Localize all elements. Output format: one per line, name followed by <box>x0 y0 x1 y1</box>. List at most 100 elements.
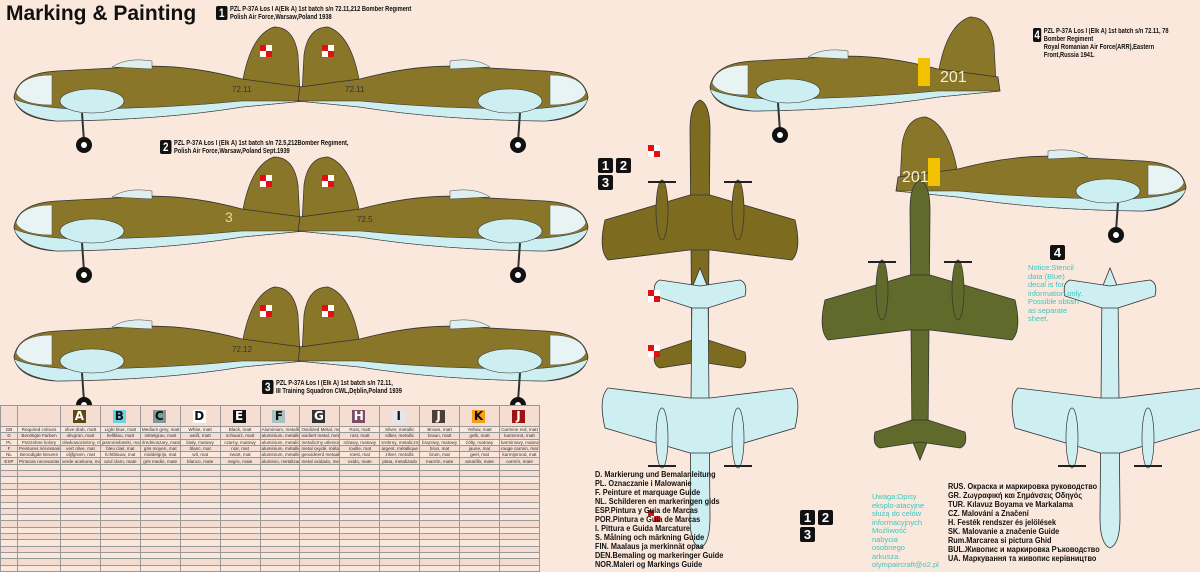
table-cell: średnioszary, matowy <box>139 438 181 446</box>
table-cell: rdzawy, matowy <box>339 438 381 446</box>
table-cell: plata, metalizado <box>379 457 421 465</box>
scheme-badges-bottom: 1 2 3 <box>800 510 834 542</box>
scheme-2-badge: 2 <box>160 140 172 154</box>
polish-note: Uwaga:Opisy eksplo-atacyjne służą do cel… <box>872 492 939 569</box>
caption-line: Royal Romanian Air Force(ARR),Eastern Fr… <box>1043 44 1155 59</box>
language-line: H. Festék rendszer és jelölések <box>948 517 1057 527</box>
color-swatch: J <box>432 409 446 423</box>
aircraft-2-right-profile <box>297 156 589 284</box>
table-cell: azul claro, mate <box>99 457 141 465</box>
table-cell: Oxidized Metal, metallic <box>299 425 341 434</box>
table-cell: Peintures nécessaires <box>17 444 61 453</box>
lang-header <box>0 405 18 427</box>
color-column-header: A <box>60 405 101 427</box>
table-cell: rouge carmin, mat <box>498 444 541 453</box>
table-cell: middelgrijs, mat <box>139 451 181 459</box>
table-cell: Required colours <box>17 425 61 434</box>
language-line: NL. Schilderen en markeringen gids <box>595 496 720 506</box>
color-swatch: J <box>511 409 525 423</box>
serial-marking: 72.11 <box>232 85 252 94</box>
badge: 2 <box>818 510 833 525</box>
aircraft-number: 201 <box>902 169 929 186</box>
badge: 3 <box>800 527 815 542</box>
color-column-header: H <box>339 405 381 427</box>
color-column-header: I <box>379 405 421 427</box>
aircraft-3-right-profile <box>297 286 589 414</box>
aircraft-artwork: 72.11 72.11 3 72.5 72.12 201 201 <box>13 16 1200 549</box>
table-cell: Benötigte Farben <box>17 432 61 440</box>
table-cell: oliwkowozielony, matowy <box>60 438 101 446</box>
aircraft-1-right-profile <box>297 26 589 154</box>
aircraft-number: 201 <box>940 69 967 86</box>
badge: 2 <box>616 158 631 173</box>
scheme-badges-top: 1 2 3 <box>598 158 632 190</box>
table-cell: metal oxidado, metalizado <box>299 457 341 465</box>
table-cell: Medium grey, matt <box>139 425 181 434</box>
language-line: ESP.Pintura y Guía de Marcas <box>595 505 698 515</box>
table-cell: carmín, mate <box>498 457 541 465</box>
language-line: UA. Маркування та живопис керівництво <box>948 553 1097 563</box>
language-line: BUL.Живопис и маркировка Ръководство <box>948 544 1100 554</box>
table-cell: brązowy, matowy <box>419 438 461 446</box>
color-swatch: I <box>392 409 406 423</box>
language-line: TUR. Kılavuz Boyama ve Markalama <box>948 499 1074 509</box>
aircraft-4-right-profile <box>895 116 1187 244</box>
language-line: I. Pittura e Guida Marcature <box>595 523 690 533</box>
color-column-header: G <box>299 405 341 427</box>
table-cell: czarny, matowy <box>219 438 261 446</box>
table-row-empty <box>0 488 541 497</box>
table-cell: vert olive, mat <box>60 444 101 453</box>
language-line: RUS. Окраска и маркировка руководство <box>948 481 1098 491</box>
color-swatch: B <box>112 408 126 423</box>
table-cell: olive drab, matt <box>60 425 101 434</box>
language-line: NOR.Maleri og Markings Guide <box>595 559 703 569</box>
color-column-header: B <box>99 405 141 427</box>
aircraft-3-left-profile <box>13 286 305 414</box>
table-cell: lichtblauw, mat <box>99 451 141 459</box>
table-cell: aluminium, metaliczny <box>259 438 301 446</box>
color-column-header: K <box>459 405 500 427</box>
table-row-empty <box>0 507 541 516</box>
language-line: PL. Oznaczanie i Malowanie <box>595 478 692 488</box>
scheme-4-badge: 4 <box>1033 28 1042 42</box>
table-cell: karminrot, matt <box>498 432 541 440</box>
table-cell: Aluminium, metallic <box>259 425 301 434</box>
table-cell: aluminio, metalizado <box>259 457 301 465</box>
color-column-header: C <box>139 405 181 427</box>
scheme-1-caption: 1 PZL P-37A Łos I A(Elk A) 1st batch s/n… <box>216 6 411 22</box>
color-swatch: C <box>152 409 166 423</box>
scheme-4-caption: 4 PZL P-37A Los I (Elk A) 1st batch s/n … <box>1033 28 1170 60</box>
scheme-3-caption: 3 PZL P-37A Łos I (Elk A) 1st batch s/n … <box>262 380 402 396</box>
caption-line: PZL P-37A Los I (Elk A) 1st batch s/n 72… <box>1043 28 1169 43</box>
aircraft-number: 3 <box>225 209 233 225</box>
language-line: Rum.Marcarea si pictura Ghid <box>948 535 1052 545</box>
table-row-empty <box>0 564 541 572</box>
table-cell: Silver, metallic <box>379 425 421 434</box>
table-row-empty <box>0 482 541 490</box>
table-row-empty <box>0 520 541 528</box>
table-cell: srebrny, metaliczny <box>379 438 421 446</box>
table-row-empty <box>0 463 541 472</box>
color-swatch: G <box>312 408 326 423</box>
scheme-2-caption: 2 PZL P-37A Łos I (Elk A) 1st batch s/n … <box>160 140 349 156</box>
page-title: Marking & Painting <box>6 2 197 25</box>
table-cell: Pinturas necesarias <box>17 457 61 465</box>
color-column-header: D <box>179 405 221 427</box>
color-swatch: F <box>272 409 286 423</box>
scheme-1-badge: 1 <box>216 6 228 20</box>
table-cell: verde aceituna, mate <box>60 457 101 465</box>
table-row-empty <box>0 476 541 484</box>
aircraft-4-left-profile <box>709 16 1001 144</box>
language-line: POR.Pintura e Guia de Marcas <box>595 514 701 524</box>
table-row-empty <box>0 501 541 509</box>
serial-marking: 72.12 <box>232 345 253 354</box>
caption-line: PZL P-37A Łos I A(Elk A) 1st batch s/n 7… <box>229 6 412 13</box>
table-cell: amarillo, mate <box>459 457 500 465</box>
language-line: F. Peinture et marquage Guide <box>595 487 701 497</box>
